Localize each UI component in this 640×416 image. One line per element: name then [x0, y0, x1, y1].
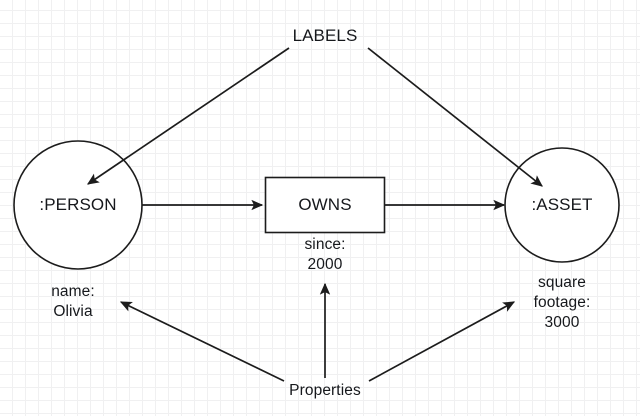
edge-properties-to-person-property[interactable] [119, 301, 285, 382]
node-label-owns: OWNS [298, 195, 352, 214]
person-property-label: name: Olivia [51, 283, 95, 320]
labels-caption: LABELS [292, 26, 358, 45]
edge-labels-to-asset[interactable] [367, 47, 543, 187]
edge-labels-to-person[interactable] [87, 47, 290, 185]
asset-property-label: square footage: 3000 [533, 274, 591, 331]
node-shape-owns[interactable] [264, 176, 386, 234]
node-label-asset: :ASSET [531, 195, 593, 214]
node-label-person: :PERSON [39, 195, 117, 214]
properties-caption: Properties [289, 382, 361, 399]
owns-property-label: since: 2000 [304, 236, 346, 273]
edge-properties-to-asset-property[interactable] [368, 301, 516, 382]
